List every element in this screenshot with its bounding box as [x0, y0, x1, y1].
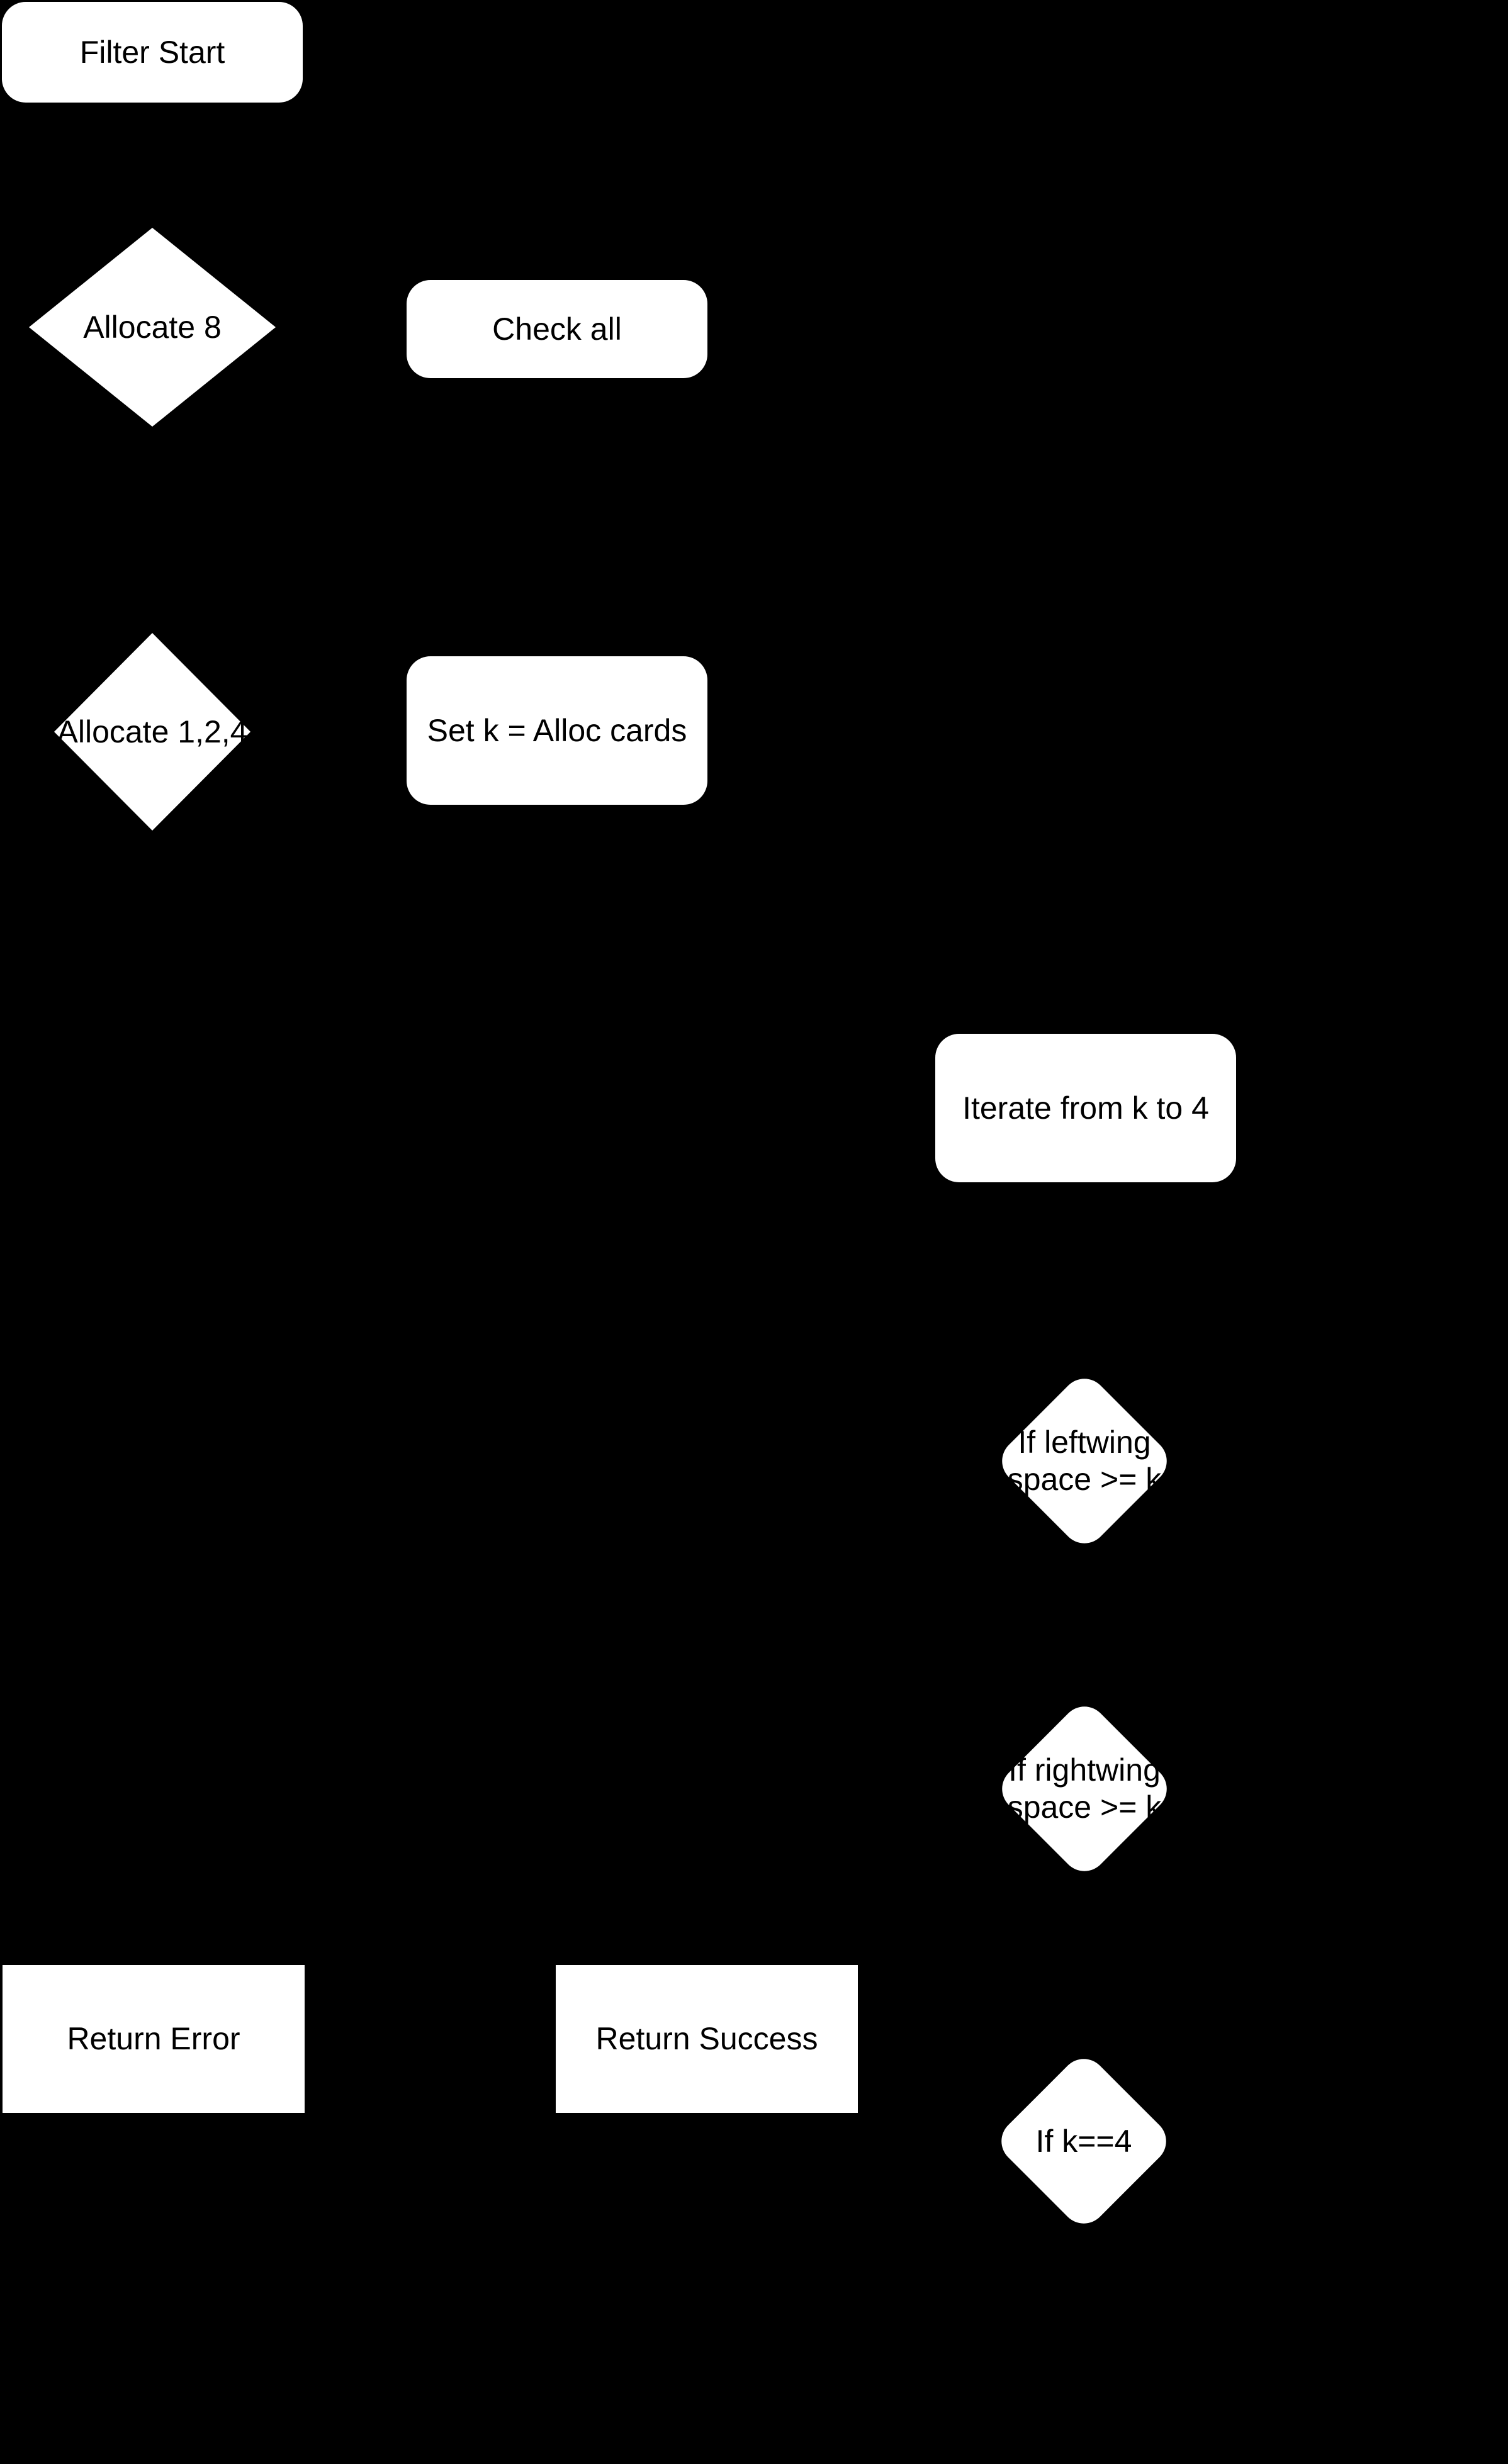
flowchart-node-set-k: Set k = Alloc cards	[407, 656, 707, 805]
flowchart-node-filter-start: Filter Start	[2, 2, 303, 103]
node-label: If rightwing space >= k	[993, 1697, 1176, 1881]
node-label: Allocate 8	[83, 309, 222, 345]
node-label-line1: If rightwing	[1008, 1752, 1161, 1788]
flowchart-node-allocate-1-2-4: Allocate 1,2,4	[54, 633, 250, 831]
node-label-line2: space >= k	[1007, 1462, 1162, 1497]
flowchart-node-check-all: Check all	[407, 280, 707, 378]
flowchart-node-return-success: Return Success	[556, 1965, 858, 2113]
flowchart-node-if-leftwing-space: If leftwing space >= k	[993, 1369, 1176, 1553]
rounded-rect-shape	[935, 1034, 1236, 1182]
node-label: If leftwing space >= k	[993, 1369, 1176, 1553]
flowchart-node-iterate-k-to-4: Iterate from k to 4	[935, 1034, 1236, 1182]
node-label: Allocate 1,2,4	[57, 714, 248, 749]
rounded-rect-shape	[2, 2, 303, 103]
node-label: Return Error	[67, 2021, 240, 2056]
node-label: Return Success	[595, 2021, 818, 2056]
flowchart-node-if-k-equals-4: If k==4	[992, 2049, 1176, 2233]
node-label-line2: space >= k	[1007, 1789, 1162, 1825]
node-label: Check all	[492, 311, 622, 347]
node-label: Set k = Alloc cards	[427, 712, 687, 748]
flowchart-node-allocate-8: Allocate 8	[29, 228, 276, 427]
rounded-rect-shape	[407, 280, 707, 378]
rounded-rect-shape	[407, 656, 707, 805]
node-label-line1: If leftwing	[1018, 1425, 1151, 1460]
flowchart-node-return-error: Return Error	[3, 1965, 305, 2113]
node-label: If k==4	[1035, 2123, 1132, 2159]
flowchart-node-if-rightwing-space: If rightwing space >= k	[993, 1697, 1176, 1881]
rect-shape	[556, 1965, 858, 2113]
node-label: Filter Start	[79, 34, 225, 70]
node-label: Iterate from k to 4	[962, 1090, 1209, 1126]
rect-shape	[3, 1965, 305, 2113]
